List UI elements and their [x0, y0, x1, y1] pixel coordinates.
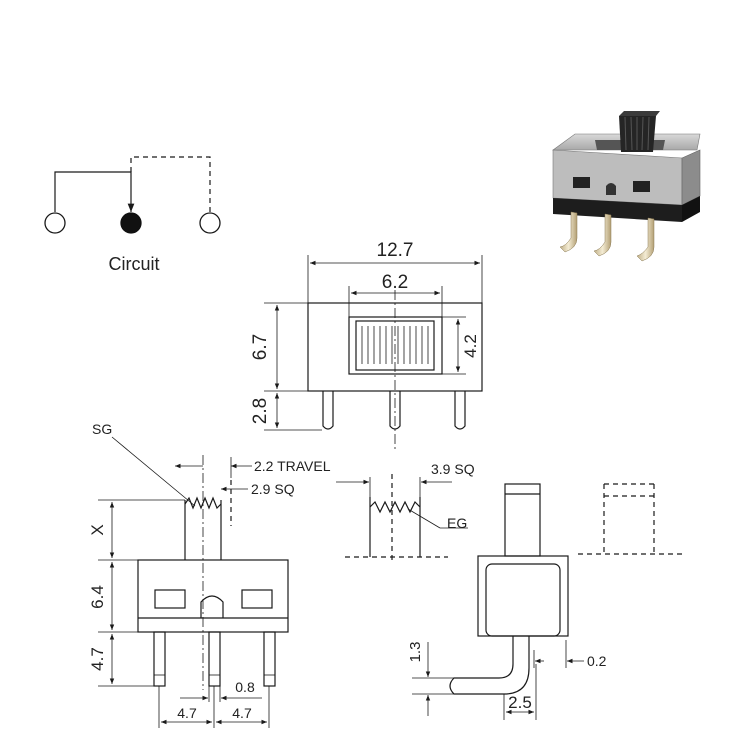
side-view: 1.3 0.2 2.5	[407, 483, 682, 720]
dim-slot-height: 4.2	[461, 334, 480, 358]
dim-thickness: 0.2	[587, 653, 607, 669]
dim-pitch-2: 4.7	[232, 705, 252, 721]
dim-bend-width: 2.5	[508, 693, 532, 712]
dim-pin-width: 0.8	[235, 679, 255, 695]
terminal-right-icon	[199, 212, 221, 234]
dim-bend-height: 1.3	[407, 642, 424, 663]
label-sg: SG	[92, 421, 112, 437]
front-view: SG 2.2 TRAVEL 2.9 SQ X 6.4 4.7 4.7 4.7	[88, 421, 331, 728]
circuit-label: Circuit	[108, 254, 159, 274]
label-knob-sq: 2.9 SQ	[251, 481, 295, 497]
product-photo	[552, 111, 701, 262]
label-travel: 2.2 TRAVEL	[254, 458, 331, 474]
label-knob-sq-eg: 3.9 SQ	[431, 461, 475, 477]
circuit-symbol: Circuit	[44, 156, 221, 274]
dim-x: X	[88, 524, 107, 535]
knob-detail: 3.9 SQ EG	[336, 461, 475, 562]
dim-width: 12.7	[377, 240, 414, 261]
terminal-left-icon	[44, 212, 66, 234]
dim-height: 6.7	[250, 334, 271, 360]
dim-pitch-1: 4.7	[177, 705, 197, 721]
dim-pin-length: 2.8	[250, 398, 271, 424]
label-eg: EG	[447, 515, 467, 531]
top-view: 12.7 6.2 6.7 2.8 4.2	[250, 240, 483, 450]
terminal-common-icon	[120, 212, 142, 234]
dim-pin-height: 4.7	[88, 647, 107, 671]
dim-slot-width: 6.2	[382, 272, 408, 293]
dim-body-height: 6.4	[88, 585, 107, 609]
